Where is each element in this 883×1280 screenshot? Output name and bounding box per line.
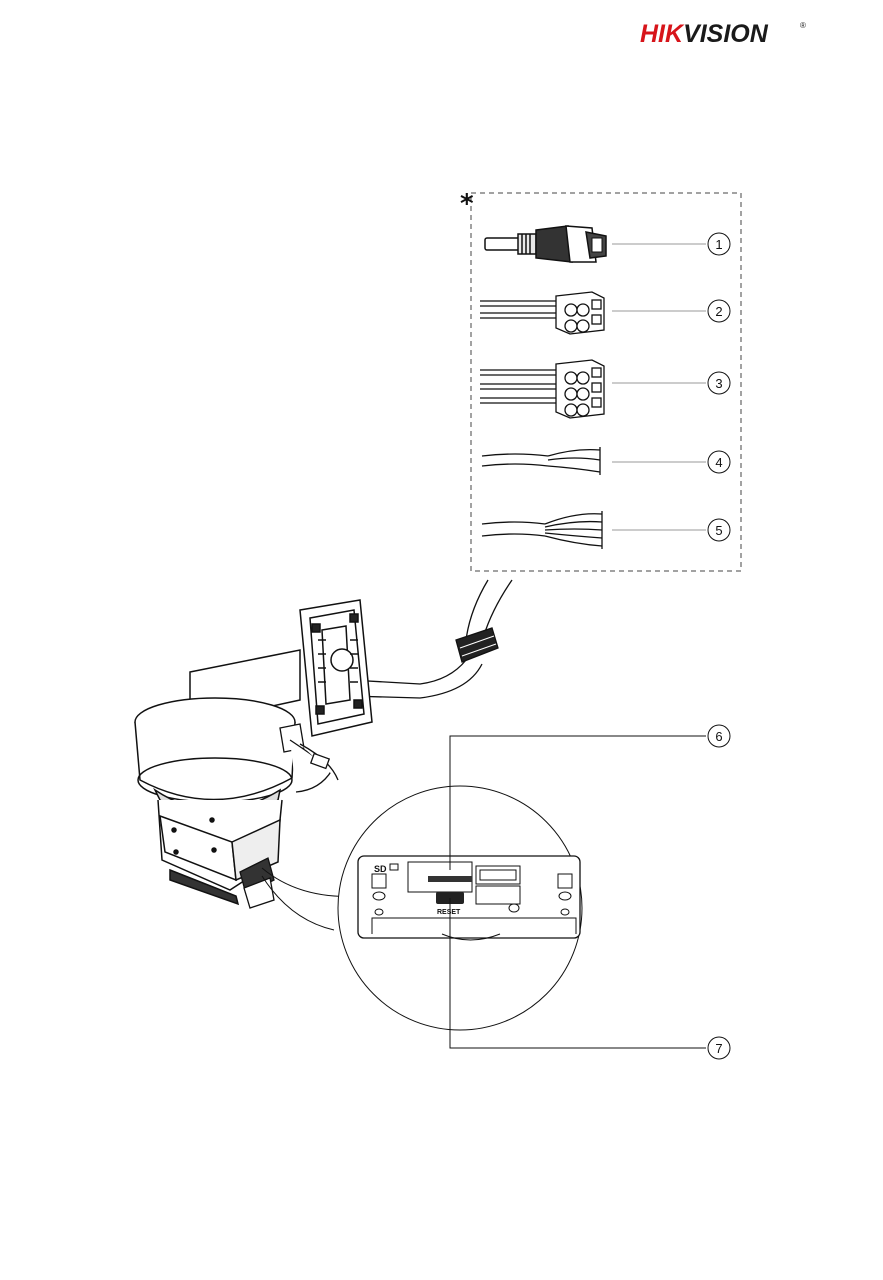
callout-marker-6: 6 [708,725,730,747]
callout-number-7: 7 [715,1041,722,1056]
callout-marker-4: 4 [708,451,730,473]
callout-number-6: 6 [715,729,722,744]
reset-label: RESET [437,909,461,916]
callout-number-1: 1 [715,237,722,252]
callout-number-5: 5 [715,523,722,538]
callout-marker-1: 1 [708,233,730,255]
magnified-interface-panel: SD RESET [338,786,582,1030]
five-wire-cable-icon [482,511,602,549]
magnify-leader-bottom [262,876,334,930]
callout-number-2: 2 [715,304,722,319]
sd-label: SD [374,864,387,874]
callout-marker-3: 3 [708,372,730,394]
dip-switch-icon [428,876,472,882]
cable-gland-icon [456,628,498,662]
sd-slot-icon [372,874,386,888]
callout-number-3: 3 [715,376,722,391]
two-pin-terminal-block-icon [480,292,604,334]
callout-number-4: 4 [715,455,722,470]
callout-marker-5: 5 [708,519,730,541]
three-wire-cable-icon [482,447,600,475]
rj45-network-connector-icon [485,226,606,262]
callout-marker-2: 2 [708,300,730,322]
optional-accessory-asterisk: * [460,189,474,219]
callout-marker-7: 7 [708,1037,730,1059]
three-pin-terminal-block-icon [480,360,604,418]
